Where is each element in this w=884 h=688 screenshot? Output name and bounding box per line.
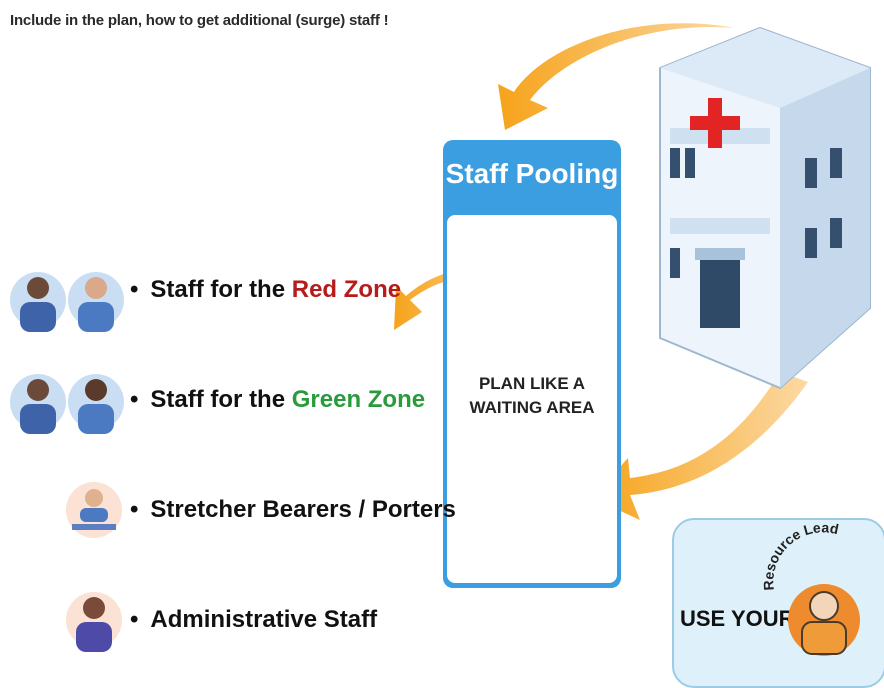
- arrow-hospital-to-waiting: [592, 372, 808, 520]
- waiting-area-panel: [447, 215, 617, 583]
- staff-item-admin: • Administrative Staff: [130, 606, 377, 634]
- green-zone-avatars: [10, 374, 124, 434]
- staff-item-label: Staff for the: [150, 276, 292, 303]
- staff-item-label: Stretcher Bearers / Porters: [150, 496, 456, 523]
- bullet: •: [130, 386, 139, 413]
- bullet: •: [130, 496, 139, 523]
- red-zone-highlight: Red Zone: [291, 276, 402, 303]
- bullet: •: [130, 606, 139, 633]
- resource-lead-label: Resource Lead: [760, 519, 840, 591]
- staff-item-stretcher: • Stretcher Bearers / Porters: [130, 496, 456, 524]
- waiting-area-text: PLAN LIKE A WAITING AREA: [447, 372, 617, 420]
- staff-item-label: Staff for the: [150, 386, 292, 413]
- bullet: •: [130, 276, 139, 303]
- arrow-pool-to-staff: [394, 270, 520, 330]
- staff-item-red-zone: • Staff for the Red Zone: [130, 276, 401, 304]
- hospital-icon: [659, 26, 871, 390]
- resource-lead-avatar: Resource Lead: [760, 519, 860, 656]
- arrow-hospital-to-pool: [498, 23, 735, 130]
- stretcher-bearer-avatar: [66, 482, 122, 538]
- staff-item-label: Administrative Staff: [150, 606, 378, 633]
- staff-item-green-zone: • Staff for the Green Zone: [130, 386, 425, 414]
- admin-staff-avatar: [66, 592, 122, 652]
- header-text: Include in the plan, how to get addition…: [10, 12, 389, 29]
- waiting-area-line1: PLAN LIKE A: [478, 374, 586, 393]
- staff-pooling-title: Staff Pooling: [445, 158, 619, 189]
- green-zone-highlight: Green Zone: [291, 386, 426, 413]
- use-your-text: USE YOUR: [680, 606, 795, 631]
- red-zone-avatars: [10, 272, 124, 332]
- waiting-area-line2: WAITING AREA: [469, 398, 595, 417]
